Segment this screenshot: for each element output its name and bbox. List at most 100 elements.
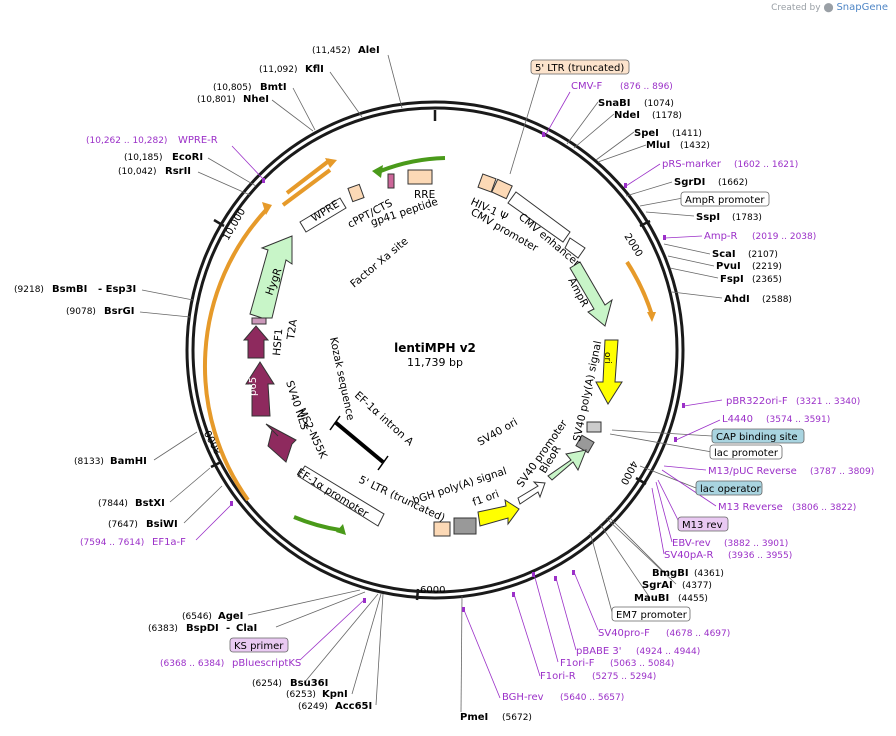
primer-pos-sv40pa: (3936 .. 3955): [728, 551, 792, 561]
leader-mlui: [597, 144, 647, 163]
enzyme-bmti: BmtI: [260, 82, 287, 93]
leader-sv40pa: [651, 487, 665, 555]
box-label-lacprom: lac promoter: [714, 448, 779, 459]
enzyme-bmgbi: BmgBI: [652, 568, 689, 579]
box-label-cap: CAP binding site: [716, 432, 798, 443]
enzyme-pos-bsiwi: (7647): [108, 520, 138, 530]
leader-ahdi: [671, 291, 723, 299]
feature-ampr: [569, 261, 613, 327]
leader-snabi: [566, 101, 599, 145]
box-m13rev: [677, 516, 729, 532]
enzyme-snabi: SnaBI: [598, 98, 630, 109]
enzyme-pos-sspi: (1783): [732, 213, 762, 223]
orange-arrow-top: [325, 158, 337, 168]
box-cap: [711, 428, 805, 444]
feature-label-t2a: T2A: [285, 318, 300, 342]
leader-clai: [275, 591, 366, 628]
primer-mark-wprer: [262, 178, 265, 183]
enzyme-pos-snabi: (1074): [644, 99, 674, 109]
feature-label-ef1a-intron: EF-1α intron A: [352, 389, 416, 448]
leader-kfli: [329, 71, 363, 118]
leader-em7: [589, 531, 613, 613]
feature-cppt: [347, 183, 365, 203]
leader-agei: [247, 589, 361, 616]
primer-mark-pbr: [682, 403, 685, 408]
enzyme-clai-dash: -: [226, 623, 230, 634]
enzyme-pos-bsrgi: (9078): [66, 307, 96, 317]
leader-pvui: [667, 255, 715, 267]
enzyme-pos-bsu36i: (6254): [252, 679, 282, 689]
enzyme-bamhi: BamHI: [110, 456, 147, 467]
enzyme-pos-sgrai: (4377): [682, 581, 712, 591]
enzyme-pos-bspdi: (6383): [148, 624, 178, 634]
feature-label-factorxa: Factor Xa site: [348, 235, 410, 290]
enzyme-pos-ndei: (1178): [652, 111, 682, 121]
tick-6000: [415, 588, 420, 601]
primer-mark-cmvf: [542, 132, 545, 137]
leader-amprprom: [639, 197, 684, 207]
plasmid-title: lentiMPH v2: [394, 341, 476, 355]
box-lacprom: [709, 444, 783, 460]
orange-arc-left: [203, 208, 268, 502]
enzyme-pos-bsmbi: (9218): [14, 285, 44, 295]
primer-cmvf: CMV-F: [571, 81, 602, 92]
primer-mark-f1r: [512, 592, 515, 597]
primer-pbr: pBR322ori-F: [726, 396, 788, 407]
feature-label-f1ori: f1 ori: [471, 488, 501, 509]
leader-ecori: [207, 157, 257, 187]
feature-p65: [245, 361, 275, 417]
primer-pos-cmvf: (876 .. 896): [620, 82, 673, 92]
primer-mark-prs: [624, 183, 627, 188]
plasmid-length: 11,739 bp: [407, 356, 463, 369]
leader-pbks: [299, 599, 365, 661]
feature-ori: [595, 339, 623, 405]
leader-f1f: [533, 573, 559, 663]
primer-ef1af: EF1a-F: [152, 537, 186, 548]
feature-label-p65: p65: [248, 377, 259, 396]
feature-ef1a-promoter: [297, 465, 385, 527]
enzyme-pos-ahdi: (2588): [762, 295, 792, 305]
leader-f1r: [513, 593, 541, 677]
primer-pos-prs: (1602 .. 1621): [734, 160, 798, 170]
feature-rre: [407, 169, 433, 185]
leader-lacprom: [609, 433, 713, 453]
feature-label-hsf1: HSF1: [271, 328, 285, 356]
primer-pos-l4440: (3574 .. 3591): [766, 415, 830, 425]
box-em7: [611, 606, 691, 622]
orange-arrow-left: [262, 202, 272, 215]
primer-pbks: pBluescriptKS: [232, 658, 301, 669]
primer-pos-ebv: (3882 .. 3901): [724, 539, 788, 549]
enzyme-agei: AgeI: [218, 611, 243, 622]
tick-4000: [635, 476, 647, 486]
feature-ef1a-intron-end: [377, 455, 389, 471]
primer-pos-f1f: (5063 .. 5084): [610, 659, 674, 669]
credit-brand: SnapGene: [836, 2, 888, 13]
primer-pos-f1r: (5275 .. 5294): [592, 672, 656, 682]
tick-marks: [210, 110, 651, 601]
enzyme-pos-bstxi: (7844): [98, 499, 128, 509]
box-amprprom: [680, 191, 770, 207]
leader-bsiwi: [183, 485, 223, 524]
feature-label-sv40prom: SV40 promoter: [515, 417, 571, 489]
leader-bghrev: [463, 609, 501, 699]
leader-fspi: [669, 267, 719, 279]
primer-m13r: M13 Reverse: [718, 502, 783, 513]
tick-label-6000: 6000: [420, 585, 445, 596]
enzyme-pmei: PmeI: [460, 712, 488, 723]
enzyme-rsrii: RsrII: [165, 166, 191, 177]
enzyme-pos-acc65i: (6249): [298, 702, 328, 712]
enzyme-pos-bmgbi: (4361): [694, 569, 724, 579]
feature-label-sv40ori: SV40 ori: [476, 416, 520, 449]
snapgene-credit: Created by ⬤ SnapGene: [771, 2, 888, 13]
enzyme-pos-mlui: (1432): [680, 141, 710, 151]
leader-kpni: [351, 593, 382, 695]
enzyme-pos-sgrdi: (1662): [718, 178, 748, 188]
box-label-em7: EM7 promoter: [616, 610, 688, 621]
tick-2000: [639, 219, 651, 228]
enzyme-pos-bamhi: (8133): [74, 457, 104, 467]
box-ltr5: [530, 59, 630, 75]
enzyme-scai: ScaI: [712, 249, 736, 260]
leader-ampr-r: [664, 235, 703, 239]
primer-sv40pa: SV40pA-R: [664, 550, 713, 561]
primer-mark-f1f: [532, 572, 535, 577]
